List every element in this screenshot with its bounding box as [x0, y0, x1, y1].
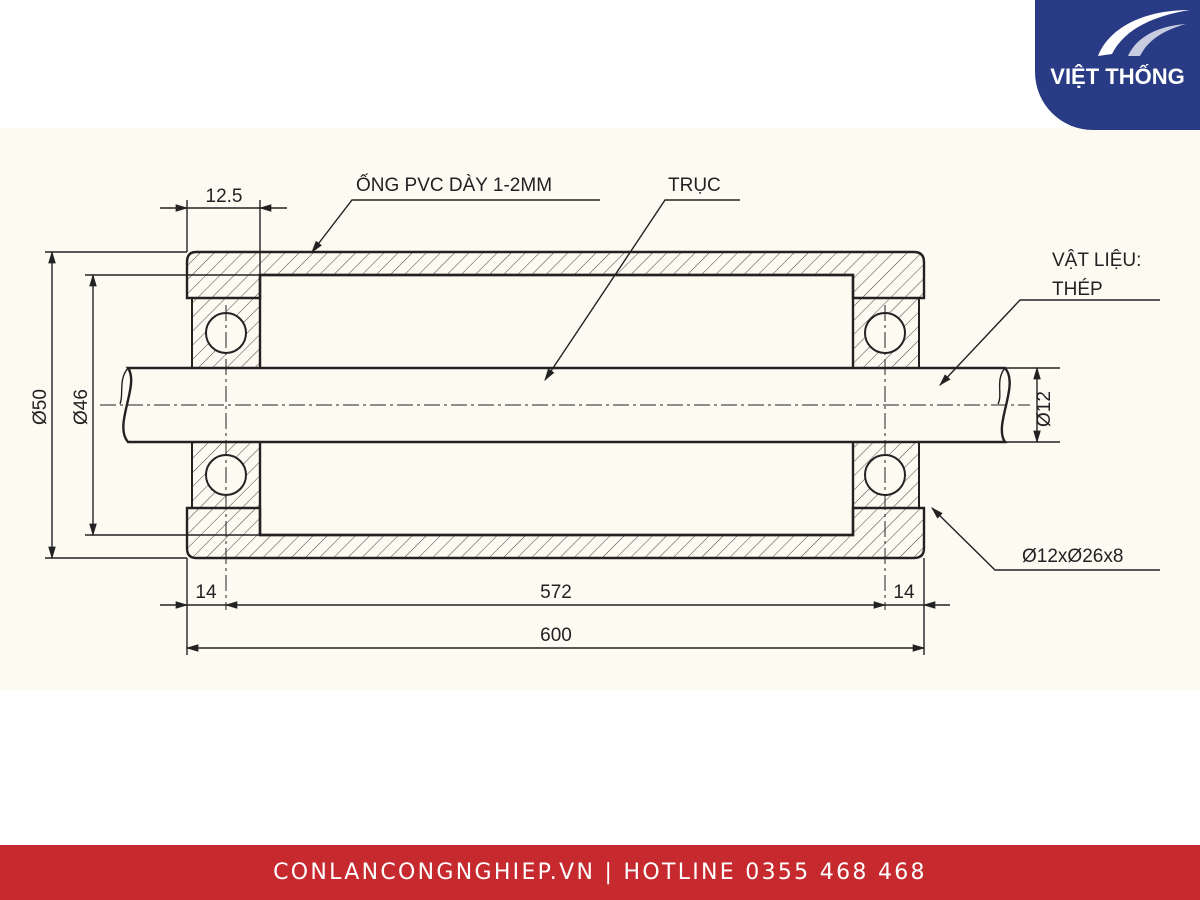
dimension-lines — [48, 204, 1041, 652]
callout-material-line2: THÉP — [1052, 279, 1103, 300]
dim-inner-length: 572 — [540, 582, 572, 603]
brand-name: VIỆT THỐNG — [1050, 64, 1185, 89]
dim-outer-diameter: Ø50 — [30, 389, 51, 425]
extension-lines — [45, 200, 1060, 655]
leader-lines — [311, 199, 1160, 571]
footer-contact[interactable]: CONLANCONGNGHIEP.VN | HOTLINE 0355 468 4… — [273, 860, 927, 885]
brand-logo[interactable]: VIỆT THỐNG — [1035, 0, 1200, 130]
callout-material-line1: VẬT LIỆU: — [1052, 249, 1141, 271]
dim-inner-diameter: Ø46 — [71, 389, 92, 425]
dim-wall-offset: 12.5 — [206, 186, 243, 207]
footer-bar: CONLANCONGNGHIEP.VN | HOTLINE 0355 468 4… — [0, 845, 1200, 900]
callout-pvc-tube: ỐNG PVC DÀY 1-2MM — [356, 174, 552, 196]
swoosh-logo-icon — [1098, 10, 1190, 56]
dim-right-end: 14 — [893, 582, 915, 603]
centerlines — [100, 305, 1030, 610]
bearing-right-bottom — [852, 441, 920, 509]
callout-bearing: Ø12xØ26x8 — [1022, 546, 1123, 567]
dim-total-length: 600 — [540, 625, 572, 646]
dim-shaft-diameter: Ø12 — [1034, 391, 1055, 427]
dim-left-end: 14 — [195, 582, 217, 603]
callout-shaft: TRỤC — [668, 175, 721, 196]
bearing-right-top — [852, 297, 920, 369]
